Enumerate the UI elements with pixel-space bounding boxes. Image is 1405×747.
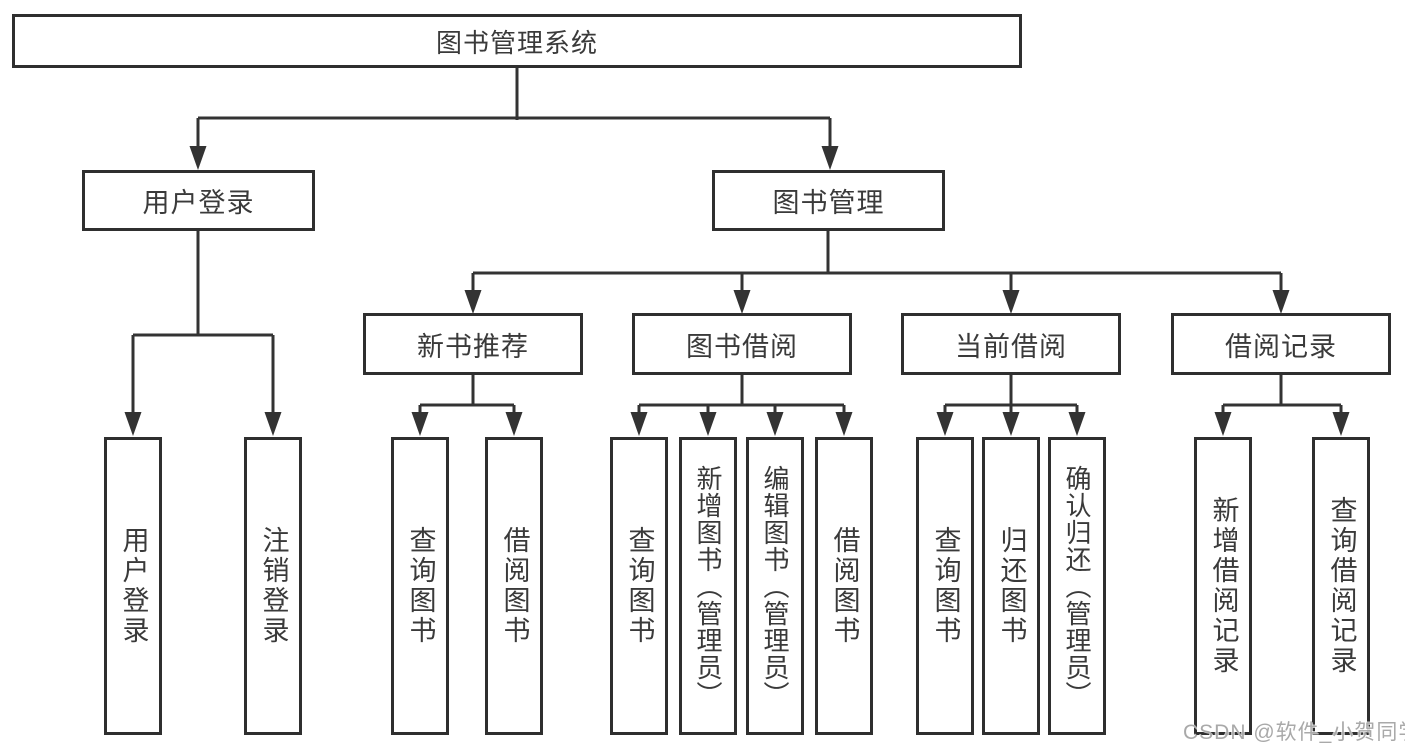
leaf-add-book-admin: 新增图书（管理员） bbox=[679, 437, 737, 735]
leaf-borrow-books: 借阅图书 bbox=[815, 437, 873, 735]
watermark-text: CSDN @软件_小贺同学 bbox=[1183, 721, 1405, 744]
node-root: 图书管理系统 bbox=[12, 14, 1022, 68]
node-current-borrowing: 当前借阅 bbox=[901, 313, 1121, 375]
leaf-query-borrow-record: 查询借阅记录 bbox=[1312, 437, 1370, 735]
leaf-logout: 注销登录 bbox=[244, 437, 302, 735]
leaf-query-books-recommend: 查询图书 bbox=[391, 437, 449, 735]
leaf-user-login: 用户登录 bbox=[104, 437, 162, 735]
leaf-add-borrow-record: 新增借阅记录 bbox=[1194, 437, 1252, 735]
leaf-confirm-return-admin: 确认归还（管理员） bbox=[1048, 437, 1106, 735]
node-user-login: 用户登录 bbox=[82, 170, 315, 231]
node-book-management: 图书管理 bbox=[712, 170, 945, 231]
leaf-query-books-current: 查询图书 bbox=[916, 437, 974, 735]
node-book-borrowing: 图书借阅 bbox=[632, 313, 852, 375]
leaf-edit-book-admin: 编辑图书（管理员） bbox=[746, 437, 804, 735]
leaf-borrow-books-recommend: 借阅图书 bbox=[485, 437, 543, 735]
node-borrow-records: 借阅记录 bbox=[1171, 313, 1391, 375]
leaf-query-books-borrowing: 查询图书 bbox=[610, 437, 668, 735]
node-new-book-recommend: 新书推荐 bbox=[363, 313, 583, 375]
leaf-return-book: 归还图书 bbox=[982, 437, 1040, 735]
